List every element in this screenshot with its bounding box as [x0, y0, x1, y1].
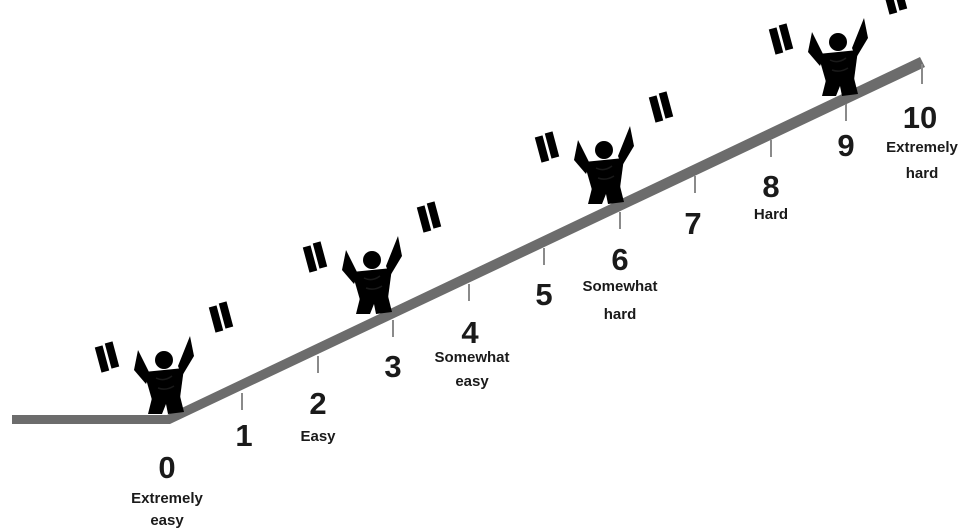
label-6-line-1: Somewhat [582, 278, 657, 295]
scale-ticks [241, 64, 923, 410]
scale-labels: Extremely easy Easy Somewhat easy Somewh… [131, 139, 958, 529]
scale-value-8: 8 [762, 169, 779, 204]
label-4-line-1: Somewhat [434, 349, 509, 366]
label-0-line-1: Extremely [131, 490, 203, 507]
scale-value-4: 4 [461, 315, 479, 350]
scale-value-1: 1 [235, 418, 252, 453]
label-10-line-1: Extremely [886, 139, 958, 156]
ramp [12, 57, 925, 424]
label-10-line-2: hard [906, 165, 939, 182]
label-2-line-1: Easy [300, 428, 336, 445]
label-0-line-2: easy [150, 512, 184, 529]
scale-numbers: 0 1 2 3 4 5 6 7 8 9 10 [158, 100, 937, 485]
scale-value-7: 7 [684, 206, 701, 241]
scale-value-6: 6 [611, 242, 628, 277]
scale-value-2: 2 [309, 386, 326, 421]
scale-value-9: 9 [837, 128, 854, 163]
label-4-line-2: easy [455, 373, 489, 390]
scale-value-3: 3 [384, 349, 401, 384]
scale-value-5: 5 [535, 277, 552, 312]
scale-value-0: 0 [158, 450, 175, 485]
label-8-line-1: Hard [754, 206, 788, 223]
scale-value-10: 10 [903, 100, 937, 135]
label-6-line-2: hard [604, 306, 637, 323]
